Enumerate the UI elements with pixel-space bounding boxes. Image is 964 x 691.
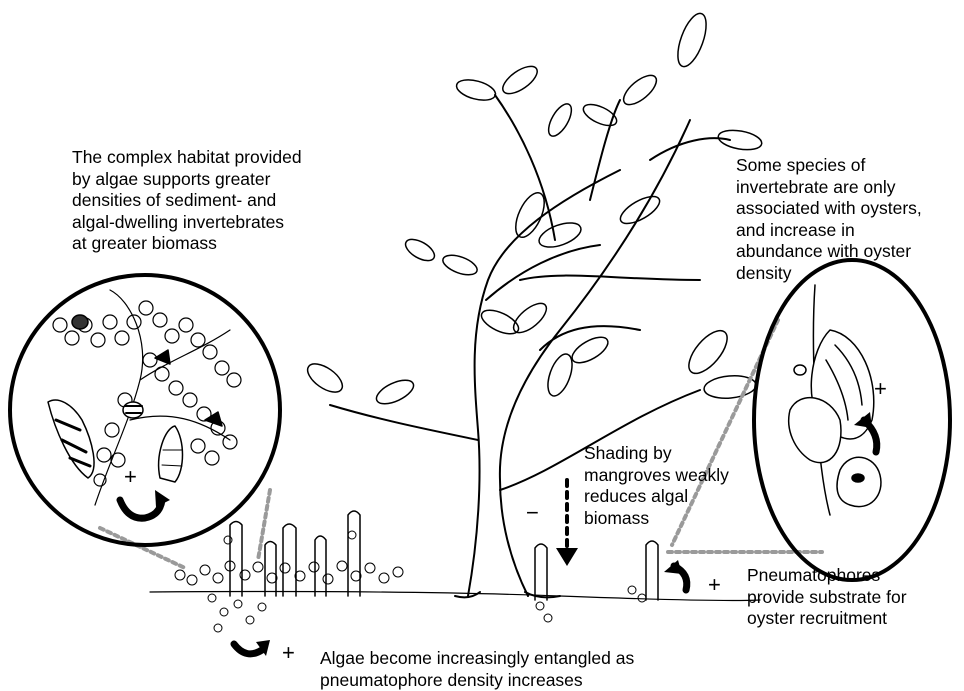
shading-line: mangroves weakly	[584, 465, 729, 487]
shading-line: biomass	[584, 508, 729, 530]
oyster-invertebrates-line: associated with oysters,	[736, 198, 922, 220]
entanglement-line: Algae become increasingly entangled as	[320, 648, 634, 670]
shading-line: reduces algal	[584, 486, 729, 508]
shading-annotation: Shading by mangroves weakly reduces alga…	[584, 443, 729, 529]
entanglement-line: pneumatophore density increases	[320, 670, 634, 691]
pneumatophores-line: oyster recruitment	[747, 608, 907, 630]
oyster-invertebrates-line: abundance with oyster	[736, 241, 922, 263]
algae-habitat-line: densities of sediment- and	[72, 190, 302, 212]
entanglement-annotation: Algae become increasingly entangled as p…	[320, 648, 634, 691]
algae-habitat-line: The complex habitat provided	[72, 147, 302, 169]
oyster-invertebrates-line: invertebrate are only	[736, 177, 922, 199]
oyster-invertebrates-line: and increase in	[736, 220, 922, 242]
algae-habitat-line: at greater biomass	[72, 233, 302, 255]
algae-positive-sign: +	[124, 466, 137, 488]
mangrove-leaves	[303, 10, 763, 409]
oyster-invertebrates-line: Some species of	[736, 155, 922, 177]
oyster-invertebrates-annotation: Some species of invertebrate are only as…	[736, 155, 922, 284]
shading-negative-sign: −	[526, 502, 539, 524]
shading-line: Shading by	[584, 443, 729, 465]
pneumatophores-annotation: Pneumatophores provide substrate for oys…	[747, 565, 907, 630]
pneumatophore-positive-sign: +	[708, 574, 721, 596]
algae-habitat-annotation: The complex habitat provided by algae su…	[72, 147, 302, 255]
pneumatophores-line: provide substrate for	[747, 587, 907, 609]
pneumatophores-line: Pneumatophores	[747, 565, 907, 587]
entanglement-positive-sign: +	[282, 642, 295, 664]
shading-arrowhead	[556, 548, 578, 566]
oyster-invertebrates-line: density	[736, 263, 922, 285]
algae-mat	[175, 531, 646, 632]
algae-habitat-line: algal-dwelling invertebrates	[72, 212, 302, 234]
algae-habitat-line: by algae supports greater	[72, 169, 302, 191]
oyster-positive-sign: +	[874, 378, 887, 400]
oyster-cluster	[789, 285, 881, 515]
